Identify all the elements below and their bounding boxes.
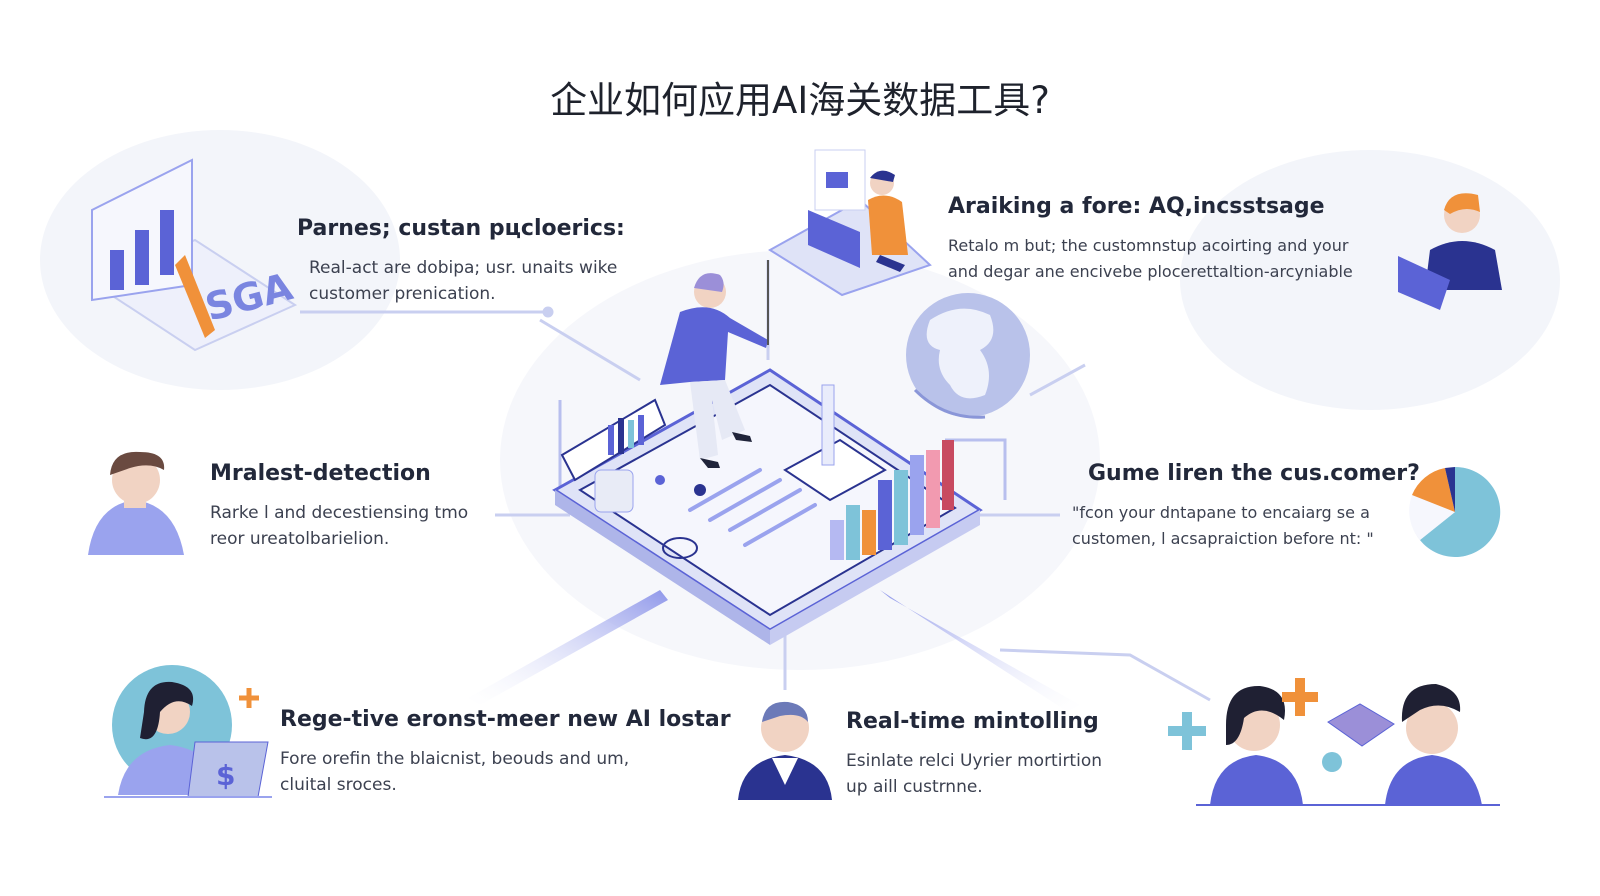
card-line: up aill custrnne.: [846, 777, 983, 797]
card-line: reor ureatolbarielion.: [210, 529, 390, 549]
card-heading: Real-time mintolling: [846, 709, 1099, 734]
connector-globe: [1029, 363, 1086, 397]
card-heading: Mralest-detection: [210, 461, 431, 486]
card-line: Esinlate relci Uyrier mortirtion: [846, 751, 1102, 771]
card-line: Fore orefin the blaicnist, beouds and um…: [280, 749, 630, 769]
card-top-right: Araiking a fore: AQ,incsstsage Retalo m …: [948, 194, 1388, 285]
card-top-left: Parnes; custan pцcloerics: Real-act are …: [297, 216, 627, 307]
beam-left: [468, 590, 668, 705]
card-heading: Gume liren the cus.comer?: [1088, 461, 1420, 486]
card-heading: Parnes; custan pцcloerics:: [297, 216, 625, 241]
card-line: Rarke l and decestiensing tmo: [210, 503, 469, 523]
card-line: cluital sroces.: [280, 775, 397, 795]
connector-dot: [542, 306, 554, 318]
card-line: "fcon your dntapane to encaiarg se a: [1072, 503, 1370, 522]
circuit-right: [945, 438, 1007, 500]
globe-icon: [906, 293, 1030, 419]
woman-dollar-icon: $: [104, 665, 272, 798]
person-avatar-icon: [88, 451, 184, 555]
pie-chart-icon: [1409, 466, 1501, 557]
card-line: customen, l acsapraiction before nt: ": [1072, 529, 1374, 548]
person-laptop-icon: [1398, 193, 1502, 310]
team-collaboration-icon: [1168, 678, 1500, 806]
card-heading: Araiking a fore: AQ,incsstsage: [948, 194, 1325, 219]
connector-top-left-diag: [539, 318, 641, 382]
card-mid-left: Mralest-detection Rarke l and decestiens…: [210, 461, 500, 552]
developer-desk-icon: [768, 149, 932, 297]
isometric-tablet-analytics-icon: [552, 260, 983, 645]
card-line: Retalo m but; the customnstup acoirting …: [948, 236, 1349, 255]
card-bottom-center: Real-time mintolling Esinlate relci Uyri…: [846, 709, 1146, 800]
card-bottom-left: Rege-tive eronst-meer new AI lostar Fore…: [280, 707, 731, 798]
card-mid-right: Gume liren the cus.comer? "fcon your dnt…: [1072, 461, 1420, 552]
businessman-icon: [738, 701, 832, 800]
page-title: 企业如何应用AI海关数据工具?: [550, 79, 1050, 122]
beam-right: [880, 590, 1080, 712]
card-line: Real-act are dobipa; usr. unaits wike: [309, 258, 618, 278]
analytics-laptop-icon: SGA: [91, 158, 298, 352]
card-line: customer prenication.: [309, 284, 496, 304]
card-line: and degar ane encivebe plocerettaltion-a…: [948, 262, 1353, 281]
card-heading: Rege-tive eronst-meer new AI lostar: [280, 707, 731, 732]
connector-bottom-right: [999, 648, 1211, 702]
svg-text:$: $: [216, 759, 235, 792]
